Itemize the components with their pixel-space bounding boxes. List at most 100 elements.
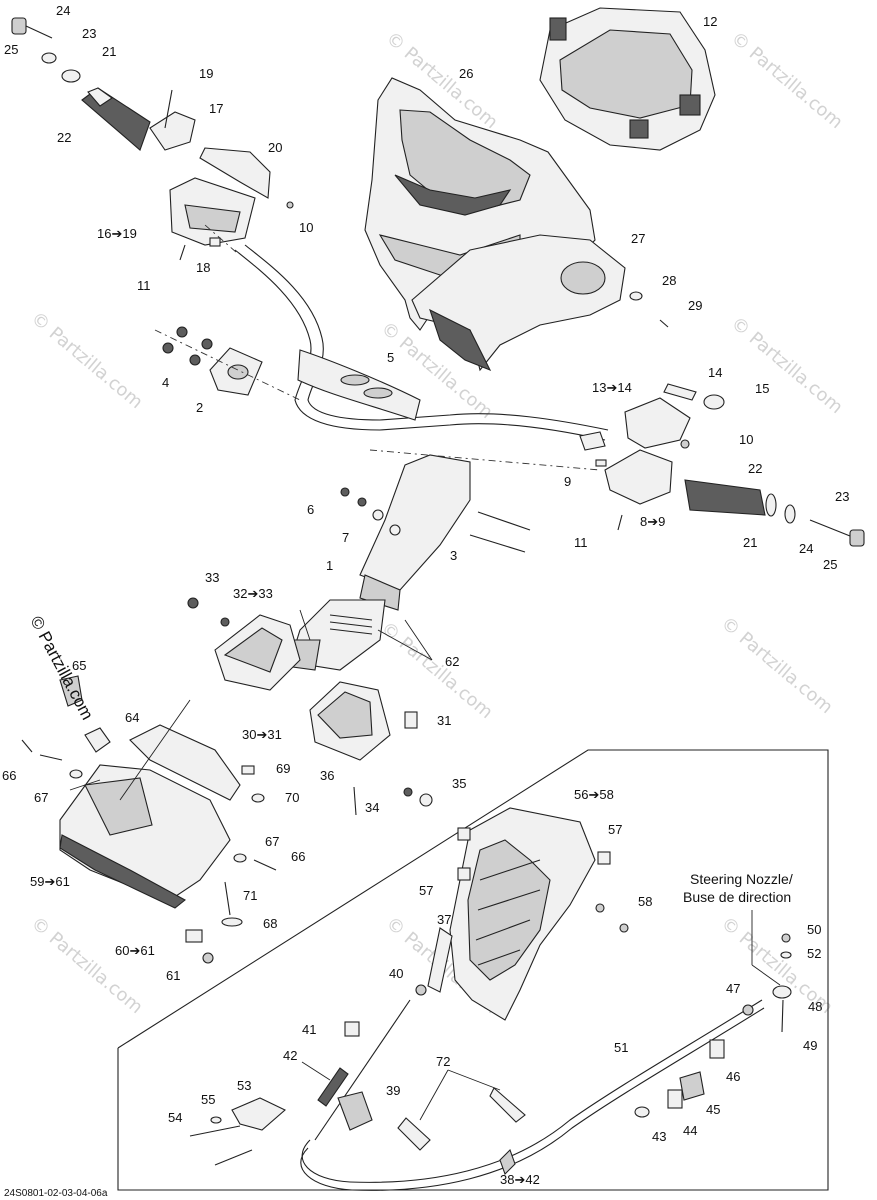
nut-47 xyxy=(742,1004,754,1016)
nut-69 xyxy=(241,765,255,775)
cover-20 xyxy=(199,147,271,199)
callout-label: 21 xyxy=(743,535,757,550)
spline xyxy=(329,628,373,635)
washer-70 xyxy=(251,793,265,803)
washer-left xyxy=(41,52,57,64)
callout-label: 68 xyxy=(263,916,277,931)
clip xyxy=(679,94,701,116)
callout-label: 30➔31 xyxy=(242,727,282,742)
callout-label: 44 xyxy=(683,1123,697,1138)
callout-label: 26 xyxy=(459,66,473,81)
throttle-housing-8 xyxy=(604,449,673,505)
callout-label: 36 xyxy=(320,768,334,783)
callout-label: 31 xyxy=(437,713,451,728)
callout-label: 27 xyxy=(631,231,645,246)
weight-ring-left xyxy=(61,69,81,83)
right-grip-assembly xyxy=(579,383,865,547)
callout-label: 12 xyxy=(703,14,717,29)
bolt-36 xyxy=(353,786,357,816)
callout-label: 67 xyxy=(34,790,48,805)
callout-label: 47 xyxy=(726,981,740,996)
callout-label: 57 xyxy=(419,883,433,898)
callout-label: 62 xyxy=(445,654,459,669)
end-cap-left xyxy=(11,17,27,35)
callout-label: 45 xyxy=(706,1102,720,1117)
callout-label: 28 xyxy=(662,273,676,288)
bushing-64 xyxy=(84,727,111,753)
screw-29 xyxy=(659,319,669,328)
washer-35 xyxy=(419,793,433,807)
nut-61 xyxy=(202,952,214,964)
clip xyxy=(629,119,649,139)
screw-19 xyxy=(164,89,173,129)
pad-slot xyxy=(340,374,370,386)
screw-11-right xyxy=(617,514,623,531)
bolt-3 xyxy=(477,511,531,531)
screw-10-right xyxy=(680,439,690,449)
steering-cover-27 xyxy=(411,234,669,372)
callout-label: 23 xyxy=(82,26,96,41)
end-cap-right xyxy=(849,529,865,547)
steering-nozzle-note-line1: Steering Nozzle/ xyxy=(690,871,793,887)
callout-label: 10 xyxy=(739,432,753,447)
strap-72 xyxy=(489,1087,526,1123)
callout-label: 40 xyxy=(389,966,403,981)
detail-box xyxy=(117,749,829,1191)
diagram-id: 24S0801-02-03-04-06a xyxy=(4,1188,108,1199)
callout-label: 10 xyxy=(299,220,313,235)
callout-label: 11 xyxy=(137,278,151,293)
callout-label: 24 xyxy=(799,541,813,556)
callout-label: 66 xyxy=(2,768,16,783)
callout-label: 65 xyxy=(72,658,86,673)
part-45 xyxy=(679,1071,705,1101)
nut-40 xyxy=(415,984,427,996)
nut-57 xyxy=(457,827,471,841)
weight-ring-right xyxy=(765,493,777,517)
callout-label: 70 xyxy=(285,790,299,805)
washer-7 xyxy=(372,509,384,521)
callout-label: 72 xyxy=(436,1054,450,1069)
part-14 xyxy=(663,383,697,401)
washer-67 xyxy=(233,853,247,863)
callout-label: 19 xyxy=(199,66,213,81)
callout-labels: 24252321221917201016➔1918112612272829542… xyxy=(2,3,849,1187)
bolt-54 xyxy=(189,1125,241,1137)
axis-line xyxy=(154,329,301,401)
callout-label: 34 xyxy=(365,800,379,815)
part-44 xyxy=(667,1089,683,1109)
callout-label: 71 xyxy=(243,888,257,903)
nut-58 xyxy=(619,923,629,933)
callout-label: 64 xyxy=(125,710,139,725)
cable-break-mark xyxy=(499,1148,516,1176)
strap-72 xyxy=(397,1117,431,1151)
ball-joint-48 xyxy=(772,985,792,999)
nut-4 xyxy=(189,354,201,366)
mounting-plate-56 xyxy=(415,807,629,1021)
watermark-text: © Partzilla.com xyxy=(727,28,847,133)
clip xyxy=(549,17,567,41)
part-9 xyxy=(595,459,607,467)
nut-57 xyxy=(597,851,611,865)
bushing-41 xyxy=(344,1021,360,1037)
nut-4 xyxy=(201,338,213,350)
callout-label: 54 xyxy=(168,1110,182,1125)
nut-50 xyxy=(781,933,791,943)
washer-68 xyxy=(221,917,243,927)
ball-joint-65 xyxy=(59,675,83,707)
watermark-text: © Partzilla.com xyxy=(27,308,147,413)
callout-label: 7 xyxy=(342,530,349,545)
support-block-32 xyxy=(187,597,301,691)
callout-label: 69 xyxy=(276,761,290,776)
callout-label: 18 xyxy=(196,260,210,275)
part-37 xyxy=(427,927,453,993)
bolt-66-left xyxy=(21,739,33,753)
callout-label: 5 xyxy=(387,350,394,365)
callout-label: 1 xyxy=(326,558,333,573)
bolt-71 xyxy=(224,881,231,916)
detail-box-outline xyxy=(117,749,829,1191)
callout-label: 39 xyxy=(386,1083,400,1098)
support-block-30 xyxy=(309,681,433,816)
bolt-3 xyxy=(469,534,526,553)
bracket-53 xyxy=(231,1097,286,1131)
spline xyxy=(329,621,373,628)
